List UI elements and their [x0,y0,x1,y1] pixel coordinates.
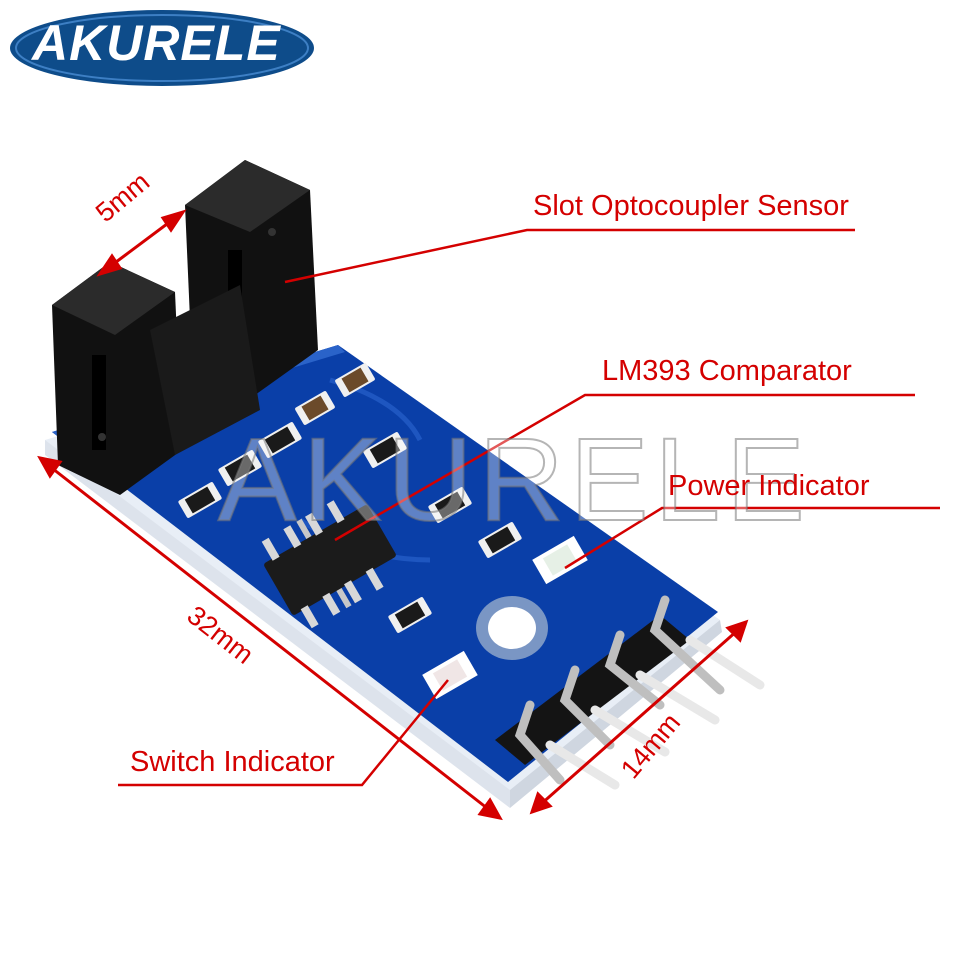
pcb-top-surface [52,345,718,782]
lm393-chip [261,500,396,629]
switch-indicator-label: Switch Indicator [130,746,335,778]
dimension-arrows [37,209,749,821]
power-indicator-label: Power Indicator [668,470,870,502]
switch-indicator-leader [118,679,449,787]
comparator-leader [334,393,915,542]
slot-optocoupler [52,160,318,495]
slot-sensor-label: Slot Optocoupler Sensor [533,190,849,222]
brand-logo: AKURELE [32,15,281,71]
brand-logo-badge [10,10,314,86]
power-indicator-leader [564,506,940,570]
switch-led [422,650,478,700]
slot-sensor-leader [284,228,855,284]
comparator-label: LM393 Comparator [602,355,852,387]
brand-watermark: AKURELE [217,413,811,547]
callout-lines [118,228,940,787]
header-pins [495,595,765,790]
smd-components [178,363,522,633]
power-led [532,535,588,585]
